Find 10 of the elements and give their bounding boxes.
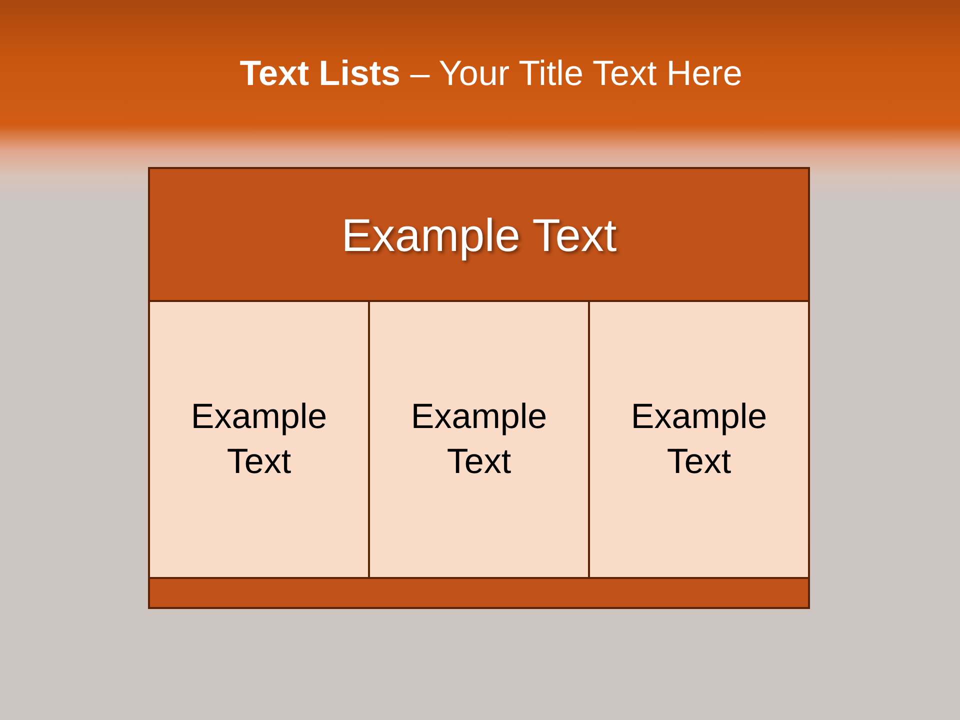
slide-title: Text Lists – Your Title Text Here: [238, 53, 742, 95]
table-cell: [148, 300, 370, 579]
table-header: [148, 167, 810, 302]
footer-bar: [148, 577, 810, 609]
table-cell: [588, 300, 810, 579]
header-text: Example Text: [341, 208, 617, 262]
cell-text: Example Text: [630, 396, 768, 483]
cell-text: Example Text: [410, 396, 548, 483]
cell-text: Example Text: [190, 396, 328, 483]
table-cell: [368, 300, 590, 579]
